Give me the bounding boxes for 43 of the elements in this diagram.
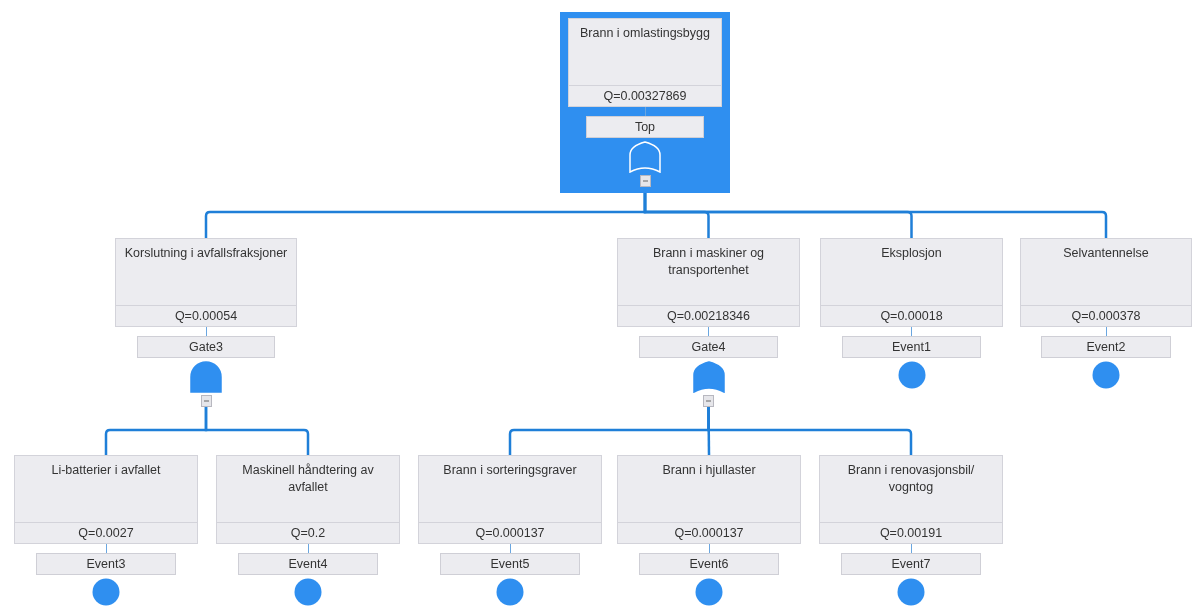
probability-value: Q=0.00218346 <box>618 305 799 326</box>
event-description: Brann i maskiner og transportenhet <box>651 245 766 279</box>
probability-value: Q=0.00054 <box>116 305 296 326</box>
fault-tree-node <box>216 455 400 606</box>
event-description: Li-batterier i avfallet <box>50 462 162 479</box>
selected-gate-panel <box>560 12 730 193</box>
fault-tree-node <box>418 455 602 606</box>
probability-value: Q=0.2 <box>217 522 399 543</box>
event-id-label: Event2 <box>1040 336 1172 358</box>
connector-line <box>204 407 310 455</box>
event-description: Eksplosjon <box>880 245 943 262</box>
event-description: Brann i renovasjonsbil/ vogntog <box>846 462 976 496</box>
probability-value: Q=0.00327869 <box>569 85 721 106</box>
gate-id-label: Gate3 <box>136 336 276 358</box>
gate-id-label: Top <box>586 116 704 138</box>
event-description: Brann i omlastingsbygg <box>579 25 711 42</box>
event-id-label: Event7 <box>841 553 981 575</box>
event-id-label: Event3 <box>36 553 176 575</box>
event-description: Brann i sorteringsgraver <box>442 462 578 479</box>
probability-value: Q=0.000378 <box>1021 305 1191 326</box>
probability-value: Q=0.00191 <box>820 522 1002 543</box>
event-description: Selvantennelse <box>1062 245 1150 262</box>
fault-tree-node <box>14 455 198 606</box>
connector-line <box>643 193 1108 238</box>
fault-tree-node <box>617 238 800 407</box>
fault-tree-node <box>115 238 297 407</box>
fault-tree-node <box>820 238 1003 389</box>
connector-line <box>707 407 913 455</box>
fault-tree-node <box>617 455 801 606</box>
event-id-label: Event4 <box>238 553 378 575</box>
event-description: Maskinell håndtering av avfallet <box>241 462 375 496</box>
event-id-label: Event5 <box>440 553 580 575</box>
fault-tree-node <box>819 455 1003 606</box>
event-description: Brann i hjullaster <box>661 462 757 479</box>
probability-value: Q=0.00018 <box>821 305 1002 326</box>
event-id-label: Event1 <box>841 336 982 358</box>
fault-tree-node <box>1020 238 1192 389</box>
probability-value: Q=0.000137 <box>419 522 601 543</box>
probability-value: Q=0.0027 <box>15 522 197 543</box>
gate-id-label: Gate4 <box>638 336 779 358</box>
event-id-label: Event6 <box>639 553 779 575</box>
event-description: Korslutning i avfallsfraksjoner <box>123 245 289 262</box>
probability-value: Q=0.000137 <box>618 522 800 543</box>
